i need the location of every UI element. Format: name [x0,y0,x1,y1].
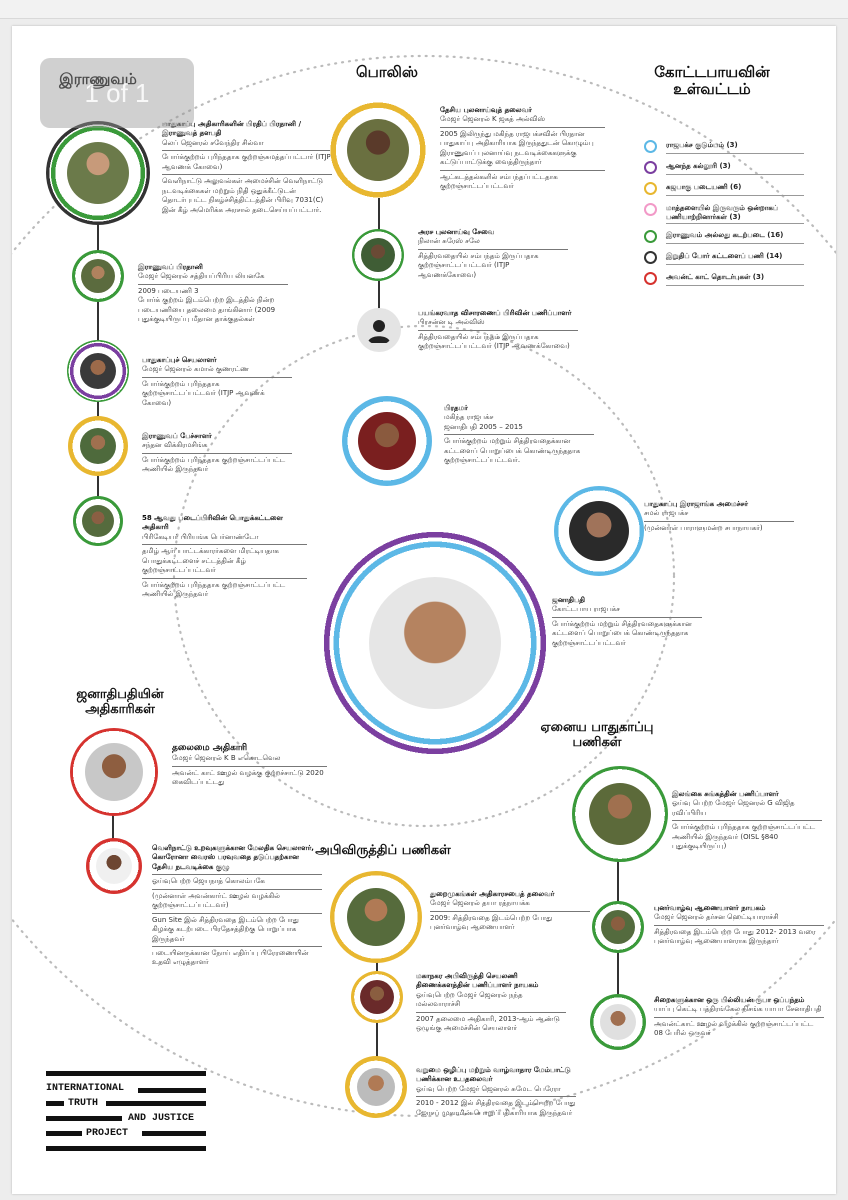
avatar[interactable] [72,250,124,302]
person-card: அரச புலனாய்வு சேவை நிலான் சுரேஸ் சலே சித… [418,228,568,280]
person-card: பாதுகாப்பு அதிகாரிகளின் பிரதிப் பிரதானி … [162,120,332,214]
legend-swatch-icon [644,230,657,243]
avatar[interactable] [572,766,668,862]
section-police: பொலிஸ் [355,63,419,81]
legend-item: மாத்தளையில் இருவரும் ஒன்றாகப் பணியாற்றின… [644,203,804,224]
person-card: பயங்கரவாத விசாரணைப் பிரிவின் பணிப்பாளர் … [418,309,578,352]
avatar[interactable] [330,102,426,198]
avatar[interactable] [73,496,123,546]
legend-item: இறுதிப் போர் கட்டளைப் பணி (14) [644,251,804,265]
infographic-page: இராணுவம் பொலிஸ் கோட்டபாயவின் உள்வட்டம் ஜ… [12,26,836,1194]
person-card: ஜனாதிபதி கோட்டபாய ராஜபக்ச போர்க்குற்றம் … [552,596,702,648]
legend: ராஜபக்ச குடும்பம் (3) ஆனந்த கல்லூரி (3) … [644,134,804,294]
avatar[interactable] [592,901,644,953]
person-card: வெளிநாட்டு உறவுகளுக்கான மேலதிக செயலாளர்,… [152,844,322,968]
person-card: பாதுகாப்பு இராஜாங்க அமைச்சர் சமல் ராஜபக்… [644,500,794,533]
avatar[interactable] [70,728,158,816]
legend-swatch-icon [644,272,657,285]
person-card: துறைமுகங்கள் அதிகாரசபைத் தலைவர் மேஜர் ஜெ… [430,890,590,933]
page-indicator: 1 of 1 [40,58,194,128]
itjp-logo: INTERNATIONAL TRUTH AND JUSTICE PROJECT [46,1071,206,1161]
user-placeholder-icon [368,320,390,343]
avatar[interactable] [357,308,401,352]
person-card: பாதுகாப்புச் செயலாளர் மேஜர் ஜெனரல் கமால்… [142,356,292,408]
legend-swatch-icon [644,182,657,195]
avatar[interactable] [352,229,404,281]
person-card: வறுமை ஒழிப்பு மற்றும் வாழ்வாதார மேம்பாட்… [416,1066,576,1117]
avatar[interactable] [345,1056,407,1118]
section-army: இராணுவம் [59,70,137,88]
section-development: அபிவிருத்திப் பணிகள் [315,843,451,858]
avatar[interactable] [68,416,128,476]
avatar[interactable] [351,971,403,1023]
person-card: இலங்கை சுங்கத்தின் பணிப்பாளர் ஓய்வு பெற்… [672,790,822,852]
avatar[interactable] [46,121,150,225]
person-card: தலைமை அதிகாரி மேஜர் ஜெனரல் K B எகொடவெல அ… [172,742,327,787]
avatar[interactable] [330,871,422,963]
legend-swatch-icon [644,251,657,264]
legend-item: இராணுவம் அல்லது கடற்படை (16) [644,230,804,244]
person-card: புனர்வாழ்வு ஆணையாளர் நாயகம் மேஜர் ஜெனரல்… [654,904,824,947]
avatar[interactable] [590,994,646,1050]
avatar[interactable] [342,396,432,486]
legend-item: அவன்ட் காட் தொடர்புகள் (3) [644,272,804,286]
legend-swatch-icon [644,161,657,174]
person-card: சிறைகளுக்கான ஒரு பில்லியன் ரூபா ஒப்பந்தம… [654,996,824,1039]
legend-swatch-icon [644,203,657,216]
person-card: இராணுவப் பிரதானி மேஜர் ஜெனரல் சத்தியப்பி… [138,263,288,325]
section-other-security: ஏனைய பாதுகாப்பு பணிகள் [540,720,654,750]
person-card: இராணுவப் பேச்சாளர் சந்தன விக்கிரமசிங்க ப… [142,432,292,475]
section-presidential-officers: ஜனாதிபதியின் அதிகாரிகள் [76,687,164,717]
president-avatar[interactable] [322,530,548,756]
legend-item: ஆனந்த கல்லூரி (3) [644,161,804,175]
legend-swatch-icon [644,140,657,153]
legend-item: ராஜபக்ச குடும்பம் (3) [644,140,804,154]
section-inner-circle: கோட்டபாயவின் உள்வட்டம் [654,63,770,99]
person-card: மகாநகர அபிவிருத்தி செயலணி திணைக்களத்தின்… [416,972,566,1034]
avatar[interactable] [86,838,142,894]
viewer-toolbar [0,0,848,19]
avatar[interactable] [67,340,129,402]
legend-item: கஜபாகு படையணி (6) [644,182,804,196]
avatar[interactable] [554,486,644,576]
person-card: தேசிய புலனாய்வுத் தலைவர் மேஜர் ஜெனரல் K … [440,106,605,192]
person-card: பிரதமர் மகிந்த ராஜபக்ச ஜனாதிபதி 2005 – 2… [444,404,594,466]
person-card: 58 ஆவது படைப்பிரிவின் பொதுக்கட்டளை அதிகா… [142,514,307,600]
